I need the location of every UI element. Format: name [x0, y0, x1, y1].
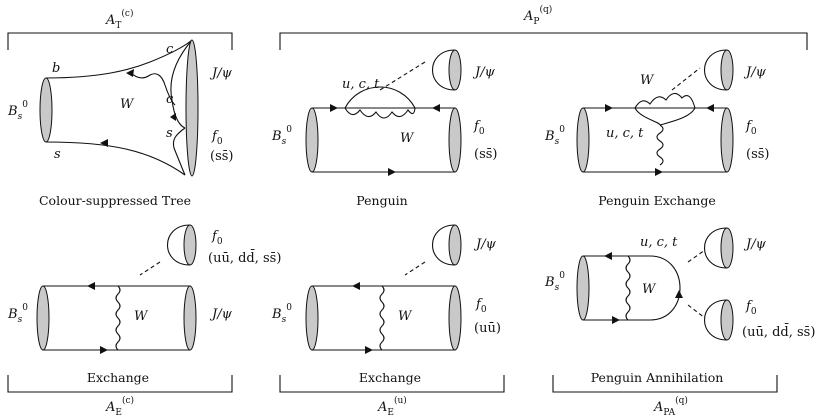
svg-text:AE(u): AE(u): [377, 395, 407, 418]
svg-text:W: W: [120, 97, 135, 112]
bracket-tree: AT(c): [7, 8, 233, 50]
svg-text:f0: f0: [473, 119, 485, 137]
svg-text:Colour-suppressed Tree: Colour-suppressed Tree: [39, 193, 191, 208]
svg-text:(uū, dd̄, ss̄): (uū, dd̄, ss̄): [208, 249, 281, 266]
svg-text:Bs0: Bs0: [7, 100, 28, 122]
svg-text:Exchange: Exchange: [87, 370, 149, 385]
svg-text:(uū): (uū): [474, 321, 501, 336]
svg-text:W: W: [400, 131, 415, 146]
svg-text:APA(q): APA(q): [653, 395, 688, 418]
svg-text:Bs0: Bs0: [271, 125, 292, 147]
svg-text:c: c: [166, 42, 174, 57]
svg-text:u, c, t: u, c, t: [606, 126, 644, 141]
svg-text:s: s: [54, 147, 61, 162]
svg-text:s: s: [166, 126, 173, 141]
svg-text:AT(c): AT(c): [105, 8, 133, 31]
svg-text:Bs0: Bs0: [7, 303, 28, 325]
svg-text:(ss̄): (ss̄): [210, 149, 234, 164]
svg-text:J/ψ: J/ψ: [743, 65, 767, 80]
diagram-penguin-annihilation: u, c, t W Bs0 J/ψ f0 (uū, dd̄, ss̄) Peng…: [544, 227, 815, 385]
svg-text:Penguin Annihilation: Penguin Annihilation: [591, 370, 724, 385]
svg-text:f0: f0: [745, 119, 757, 137]
svg-text:W: W: [642, 282, 657, 297]
svg-text:AP(q): AP(q): [523, 4, 552, 27]
bracket-exchange-c: AE(c): [7, 375, 233, 418]
svg-text:f0: f0: [475, 297, 487, 315]
svg-text:(ss̄): (ss̄): [746, 147, 770, 162]
svg-text:W: W: [398, 309, 413, 324]
svg-text:f0: f0: [745, 299, 757, 317]
diagram-exchange-c: W Bs0 J/ψ f0 (uū, dd̄, ss̄) Exchange: [7, 224, 281, 385]
svg-text:Bs0: Bs0: [544, 125, 565, 147]
svg-text:Penguin Exchange: Penguin Exchange: [598, 193, 716, 208]
svg-text:(ss̄): (ss̄): [474, 147, 498, 162]
svg-text:c: c: [166, 92, 174, 107]
svg-text:(uū, dd̄, ss̄): (uū, dd̄, ss̄): [742, 323, 815, 340]
svg-text:J/ψ: J/ψ: [472, 65, 496, 80]
diagram-tree: b s c c s W Bs0 J/ψ f0 (ss̄) Colour-supp…: [7, 39, 234, 208]
svg-text:Penguin: Penguin: [356, 193, 407, 208]
svg-text:Bs0: Bs0: [544, 271, 565, 293]
bracket-penguin: AP(q): [279, 4, 808, 50]
svg-text:f0: f0: [211, 229, 223, 247]
svg-text:AE(c): AE(c): [105, 395, 134, 418]
diagram-exchange-u: W Bs0 J/ψ f0 (uū) Exchange: [271, 224, 501, 385]
svg-text:J/ψ: J/ψ: [209, 66, 233, 81]
svg-text:J/ψ: J/ψ: [743, 237, 767, 252]
bracket-exchange-u: AE(u): [279, 375, 505, 418]
diagram-penguin-exchange: W u, c, t Bs0 J/ψ f0 (ss̄) Penguin Excha…: [544, 49, 770, 208]
svg-text:u, c, t: u, c, t: [640, 235, 678, 250]
svg-text:Exchange: Exchange: [359, 370, 421, 385]
svg-text:W: W: [640, 73, 655, 88]
svg-text:b: b: [52, 61, 60, 76]
svg-text:W: W: [134, 309, 149, 324]
svg-text:J/ψ: J/ψ: [473, 237, 497, 252]
svg-text:Bs0: Bs0: [271, 303, 292, 325]
bracket-penguin-annihilation: APA(q): [552, 375, 778, 418]
diagram-penguin: u, c, t W Bs0 J/ψ f0 (ss̄) Penguin: [271, 49, 498, 208]
svg-text:J/ψ: J/ψ: [209, 307, 233, 322]
svg-text:f0: f0: [211, 129, 223, 147]
svg-text:u, c, t: u, c, t: [342, 77, 380, 92]
